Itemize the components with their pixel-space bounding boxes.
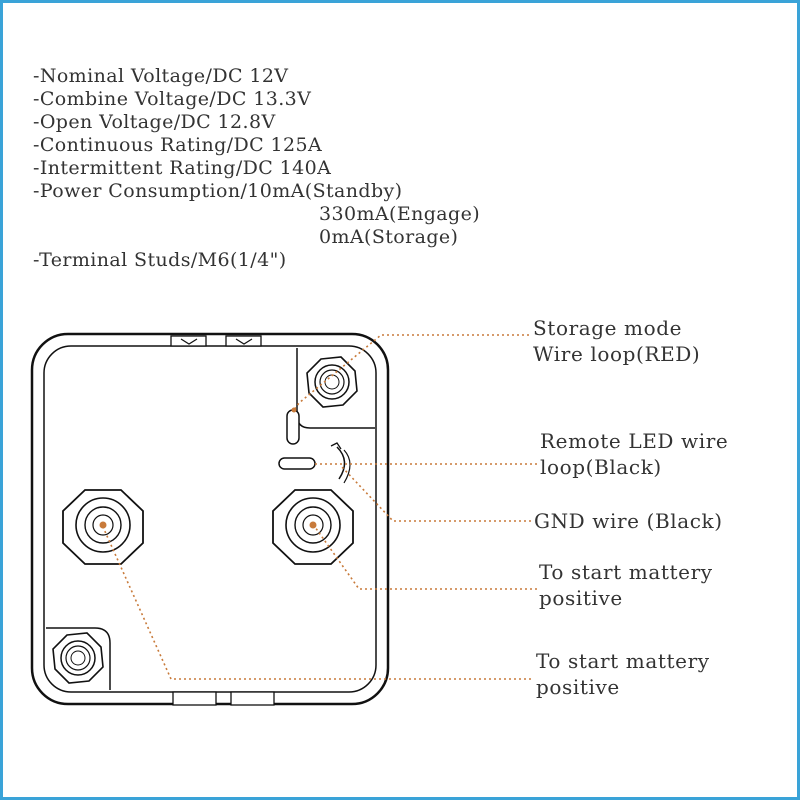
top-right-stud xyxy=(296,348,375,429)
spec-open-voltage: -Open Voltage/DC 12.8V xyxy=(33,111,276,133)
spec-nominal-voltage: -Nominal Voltage/DC 12V xyxy=(33,65,289,87)
spec-intermittent-rating: -Intermittent Rating/DC 140A xyxy=(33,157,332,179)
leader-start-positive-2 xyxy=(102,526,531,680)
leader-gnd-wire xyxy=(340,465,531,522)
callout-gnd-wire: GND wire (Black) xyxy=(534,509,723,533)
led-wire-loop-slot xyxy=(278,457,316,470)
callout-storage-mode: Storage mode Wire loop(RED) xyxy=(533,316,701,366)
storage-leader-dot xyxy=(291,407,297,413)
gnd-wire-hook xyxy=(330,442,342,450)
spec-continuous-rating: -Continuous Rating/DC 125A xyxy=(33,134,323,156)
spec-power-consumption: -Power Consumption/10mA(Standby) xyxy=(33,180,403,202)
gnd-wire-arc xyxy=(336,446,346,480)
callout-start-positive-2: To start mattery positive xyxy=(536,649,710,699)
storage-wire-loop-slot xyxy=(286,409,300,445)
callout-start-positive-1: To start mattery positive xyxy=(539,560,713,610)
spec-power-storage: 0mA(Storage) xyxy=(319,226,459,248)
spec-combine-voltage: -Combine Voltage/DC 13.3V xyxy=(33,88,312,110)
bottom-mounting-tabs xyxy=(172,691,275,706)
right-terminal-stud xyxy=(272,489,354,565)
leader-storage-mode xyxy=(293,334,529,411)
relay-diagram xyxy=(30,332,537,706)
callout-remote-led-wire: Remote LED wire loop(Black) xyxy=(540,429,729,479)
spec-terminal-studs: -Terminal Studs/M6(1/4") xyxy=(33,249,287,271)
bottom-left-stud xyxy=(46,627,111,690)
top-mounting-tabs xyxy=(170,335,262,347)
spec-power-engage: 330mA(Engage) xyxy=(319,203,481,225)
